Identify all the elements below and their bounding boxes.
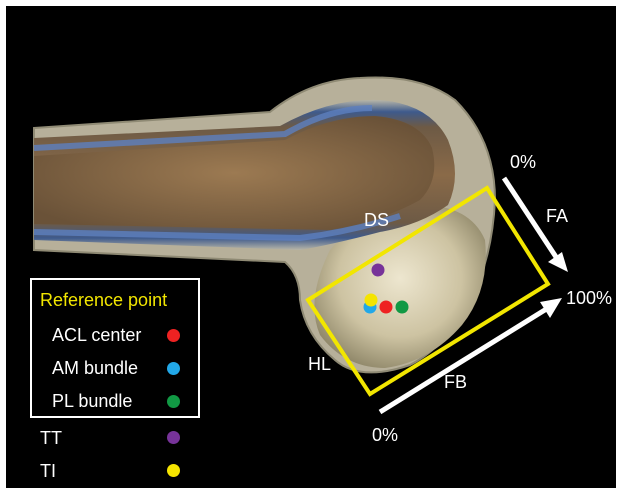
end-percent-label: 100% [566,288,612,308]
tt-point [372,264,385,277]
fa-start-label: 0% [510,152,536,172]
ds-label: DS [364,210,389,230]
ti-point [365,294,378,307]
legend-item-tt: TT [40,428,62,449]
legend-item-pl-bundle: PL bundle [52,391,132,412]
legend-item-am-bundle: AM bundle [52,358,138,379]
fa-label: FA [546,206,568,226]
legend-item-acl-center: ACL center [52,325,141,346]
hl-label: HL [308,354,331,374]
legend-item-ti: TI [40,461,56,482]
legend-dot-acl-center [167,329,180,342]
fb-start-label: 0% [372,425,398,445]
legend-title: Reference point [40,290,167,311]
acl-center-point [380,301,393,314]
legend-dot-ti [167,464,180,477]
legend-dot-am-bundle [167,362,180,375]
fb-label: FB [444,372,467,392]
pl-bundle-point [396,301,409,314]
legend-dot-pl-bundle [167,395,180,408]
legend-dot-tt [167,431,180,444]
